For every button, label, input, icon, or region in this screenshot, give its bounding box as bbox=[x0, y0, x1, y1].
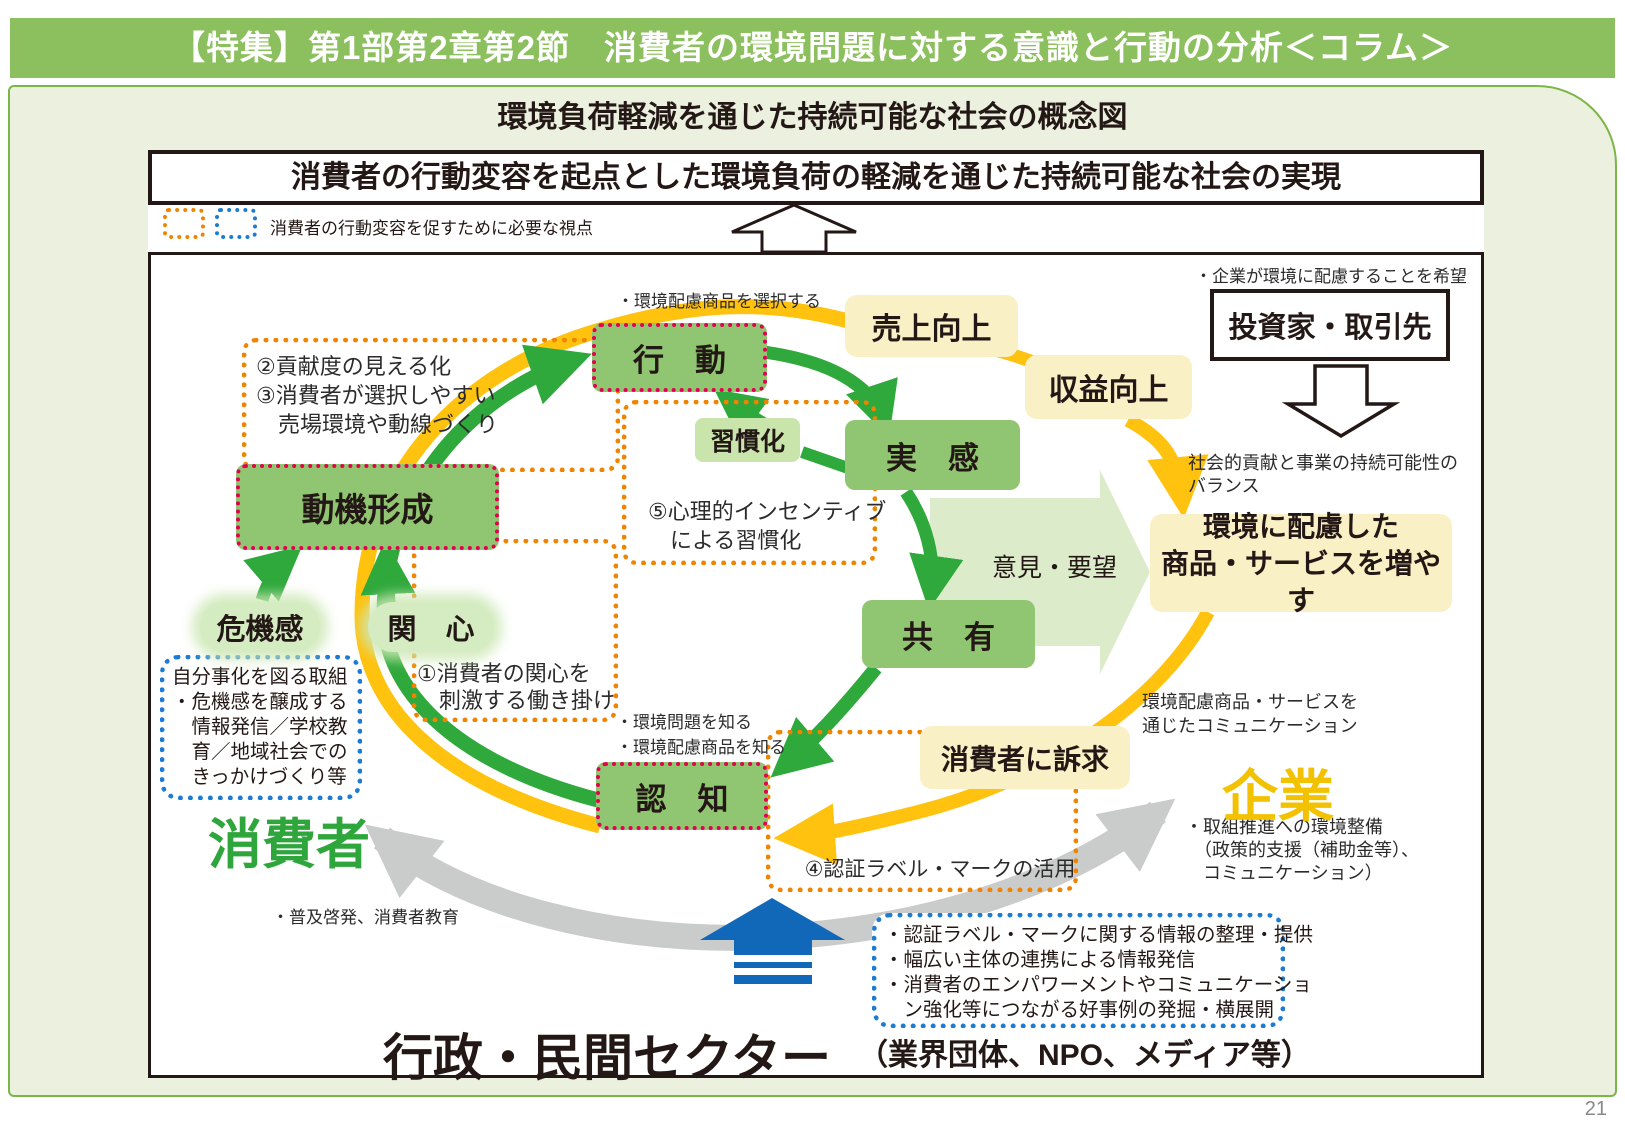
page-number: 21 bbox=[1584, 1098, 1607, 1120]
communication-note: 環境配慮商品・サービスを 通じたコミュニケーション bbox=[1142, 692, 1358, 736]
node-interest: 関 心 bbox=[368, 602, 494, 652]
know-note: ・環境問題を知る ・環境配慮商品を知る bbox=[616, 713, 786, 757]
investor-note: ・企業が環境に配慮することを希望 bbox=[1195, 267, 1467, 286]
legend-blue-swatch bbox=[215, 208, 257, 239]
goal-banner: 消費者の行動変容を起点とした環境負荷の軽減を通じた持続可能な社会の実現 bbox=[148, 150, 1484, 205]
action-to-experience-arrow bbox=[763, 345, 898, 438]
select-note: ・環境配慮商品を選択する bbox=[617, 292, 821, 311]
investors-box: 投資家・取引先 bbox=[1210, 289, 1450, 361]
support-note: ・取組推進への環境整備 （政策的支援（補助金等）、 コミュニケーション） bbox=[1185, 817, 1419, 883]
public-sector-sublabel: （業界団体、NPO、メディア等） bbox=[858, 1039, 1311, 1072]
node-habituation: 習慣化 bbox=[695, 418, 800, 462]
sales-box: 売上向上 bbox=[845, 295, 1018, 357]
company-label: 企業 bbox=[1222, 765, 1334, 828]
legend-label: 消費者の行動変容を促すために必要な視点 bbox=[270, 219, 593, 238]
public-measures-box bbox=[872, 913, 1285, 1028]
crisis-detail-text: 自分事化を図る取組 ・危機感を醸成する 情報発信／学校教 育／地域社会での きっ… bbox=[172, 666, 348, 788]
investor-down-arrow-icon bbox=[1281, 364, 1401, 439]
header-title: 【特集】第1部第2章第2節 消費者の環境問題に対する意識と行動の分析＜コラム＞ bbox=[171, 29, 1454, 66]
crisis-to-motivation-arrow bbox=[243, 545, 303, 602]
experience-to-habit-link bbox=[800, 446, 850, 474]
node-action: 行 動 bbox=[592, 323, 767, 392]
opinion-label: 意見・要望 bbox=[992, 554, 1118, 582]
sharing-to-recognition-arrow bbox=[770, 663, 882, 778]
public-measures-text: ・認証ラベル・マークに関する情報の整理・提供 ・幅広い主体の連携による情報発信 … bbox=[884, 924, 1314, 1021]
yellow-cycle-arc bbox=[354, 299, 854, 834]
viewpoint-4-text: ④認証ラベル・マークの活用 bbox=[804, 858, 1076, 881]
blue-arrow-stripe bbox=[734, 968, 812, 975]
increase-to-recognition-arrow bbox=[773, 608, 1215, 865]
node-experience: 実 感 bbox=[845, 420, 1020, 490]
legend-orange-swatch bbox=[163, 208, 205, 239]
viewpoint-2-3-text: ②貢献度の見える化 ③消費者が選択しやすい 売場環境や動線づくり bbox=[256, 354, 499, 437]
appeal-box: 消費者に訴求 bbox=[920, 726, 1130, 789]
header-bar: 【特集】第1部第2章第2節 消費者の環境問題に対する意識と行動の分析＜コラム＞ bbox=[10, 18, 1615, 78]
blue-arrow-stripe bbox=[734, 955, 812, 962]
profit-to-increase-arrow bbox=[1124, 413, 1209, 519]
viewpoint-5-text: ⑤心理的インセンティブ による習慣化 bbox=[648, 499, 887, 553]
increase-box: 環境に配慮した 商品・サービスを増やす bbox=[1150, 511, 1452, 616]
node-motivation: 動機形成 bbox=[236, 464, 499, 550]
slide-title: 環境負荷軽減を通じた持続可能な社会の概念図 bbox=[497, 101, 1128, 134]
node-crisis: 危機感 bbox=[200, 602, 320, 652]
node-sharing: 共 有 bbox=[862, 600, 1035, 668]
public-sector-up-arrow-icon bbox=[700, 898, 845, 984]
balance-note: 社会的貢献と事業の持続可能性の バランス bbox=[1188, 453, 1458, 496]
experience-to-sharing-arrow bbox=[900, 488, 964, 611]
public-sector-label: 行政・民間セクター bbox=[383, 1030, 831, 1086]
profit-box: 収益向上 bbox=[1025, 355, 1192, 419]
educate-note: ・普及啓発、消費者教育 bbox=[272, 908, 459, 927]
consumer-label: 消費者 bbox=[208, 815, 370, 875]
crisis-detail-box bbox=[160, 655, 362, 800]
viewpoint-1-text: ①消費者の関心を 刺激する働き掛け bbox=[417, 661, 616, 713]
goal-up-arrow-icon bbox=[731, 203, 857, 254]
node-recognition: 認 知 bbox=[596, 762, 768, 830]
